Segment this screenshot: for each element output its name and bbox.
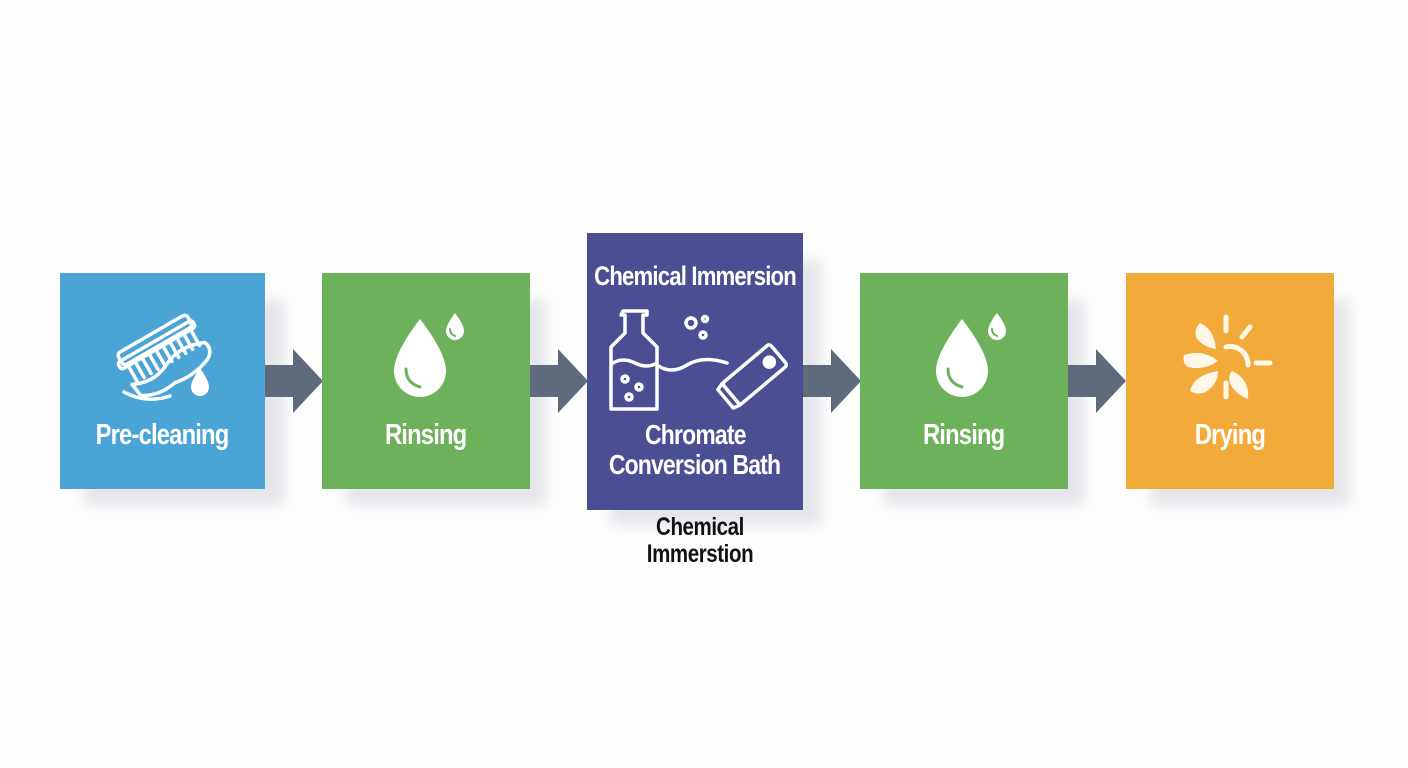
step-title: Chemical Immersion: [594, 261, 797, 291]
brush-cleaning-icon: [116, 313, 212, 401]
arrow-right-icon: [530, 349, 588, 413]
water-drops-icon: [936, 313, 1006, 397]
step-drying: Drying: [1126, 273, 1334, 489]
caption-line-1: Chemical: [656, 513, 744, 541]
step-label: Drying: [1194, 419, 1266, 451]
arrow-right-icon: [803, 349, 861, 413]
caption-line-2: Immerstion: [646, 540, 754, 568]
caption: Chemical Immerstion: [618, 514, 782, 568]
step-label: Conversion Bath: [609, 449, 781, 480]
step-chemical-immersion: Chemical Immersion Chromate Conversion B…: [587, 233, 803, 510]
step-label: Pre-cleaning: [96, 419, 230, 451]
step-label: Rinsing: [923, 419, 1005, 451]
step-rinsing-2: Rinsing: [860, 273, 1068, 489]
arrow-right-icon: [265, 349, 323, 413]
step-label: Chromate: [644, 419, 746, 450]
step-pre-cleaning: Pre-cleaning: [60, 273, 265, 489]
step-rinsing: Rinsing: [322, 273, 530, 489]
arrow-right-icon: [1068, 349, 1126, 413]
water-drops-icon: [394, 313, 464, 397]
sun-icon: [1183, 314, 1273, 400]
flask-and-part-icon: [609, 309, 789, 411]
step-label: Rinsing: [385, 419, 467, 451]
